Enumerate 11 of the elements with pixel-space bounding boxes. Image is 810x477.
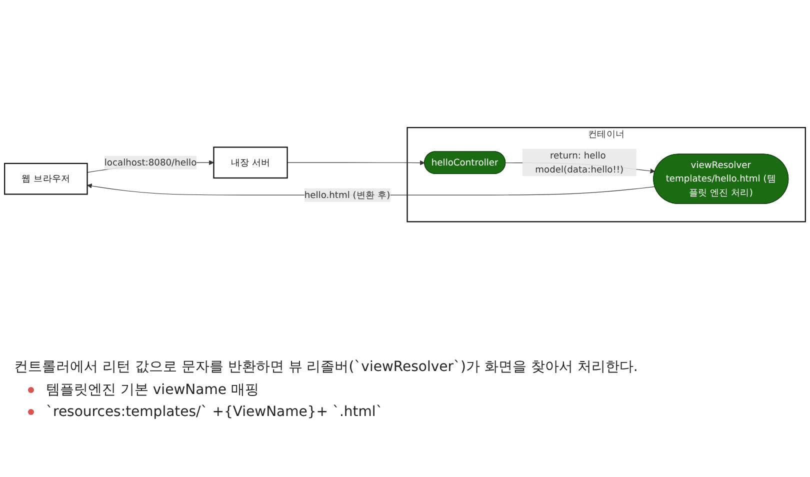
list-text: `resources:templates/` +{ViewName}+ `.html` [46,404,383,420]
note-text: 컨트롤러에서 리턴 값으로 문자를 반환하면 뷰 리졸버(`viewResolver`)가 화면을 찾아서 처리한다. [14,358,639,376]
arrow [287,160,425,166]
edge-label: return: hello model(data:hello!!) [535,150,624,175]
node-box [4,163,88,196]
node-box [213,147,288,179]
edge-label: hello.html (변환 후) [304,190,390,201]
flowchart: 컨테이너 localhost:8080/hello return: hello model(data:hello!!) hello.html (변환 후) 웹 브라우저 내장 서버 helloController viewResolver templates/hello.html (템플릿 엔진 처리) [0,123,810,227]
cluster [406,127,806,223]
list-text: 템플릿엔진 기본 viewName 매핑 [46,381,259,399]
edge-label: localhost:8080/hello [104,157,197,168]
